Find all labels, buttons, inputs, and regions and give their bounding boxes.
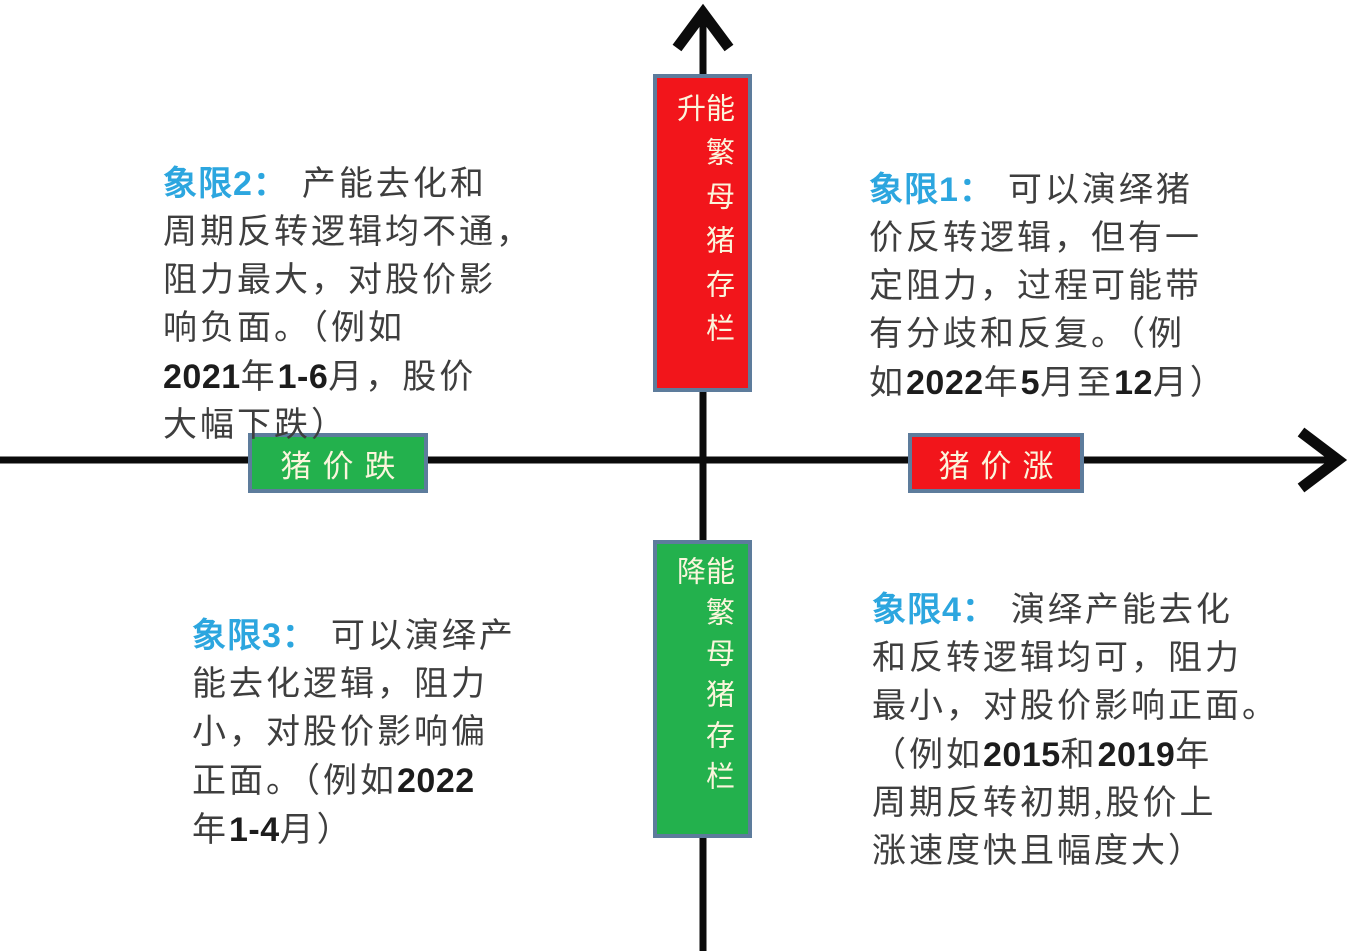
x-axis-right-label-box: 猪价涨 (908, 433, 1084, 493)
y-axis-top-label-box: 能繁母猪存栏升 (653, 74, 752, 392)
quadrant-1-body: 可以演绎猪 价反转逻辑，但有一 定阻力，过程可能带 有分歧和反复。（例 如202… (869, 172, 1227, 402)
y-axis-arrowhead-icon (672, 3, 734, 52)
y-axis-bottom-label-box: 能繁母猪存栏降 (653, 540, 752, 838)
quadrant-3-body: 可以演绎产 能去化逻辑，阻力 小，对股价影响偏 正面。（例如2022 年1-4月… (192, 618, 516, 849)
x-axis-left-label: 猪价跌 (280, 448, 407, 484)
quadrant-4-text: 象限4：演绎产能去化 和反转逻辑均可，阻力 最小，对股价影响正面。 （例如201… (872, 538, 1342, 876)
x-axis-left-label-box: 猪价跌 (248, 433, 428, 493)
x-axis-right-label: 猪价涨 (938, 448, 1065, 484)
quadrant-3-label: 象限3： (192, 617, 317, 655)
quadrant-1-text: 象限1：可以演绎猪 价反转逻辑，但有一 定阻力，过程可能带 有分歧和反复。（例 … (869, 118, 1319, 408)
quadrant-4-body: 演绎产能去化 和反转逻辑均可，阻力 最小，对股价影响正面。 （例如2015和20… (872, 592, 1279, 870)
y-axis-top-label: 能繁母猪存栏升 (672, 93, 734, 357)
x-axis-arrowhead-icon (1297, 427, 1348, 493)
quadrant-3-text: 象限3：可以演绎产 能去化逻辑，阻力 小，对股价影响偏 正面。（例如2022 年… (192, 564, 622, 855)
quadrant-2-body: 产能去化和 周期反转逻辑均不通， 阻力最大，对股价影 响负面。（例如 2021年… (163, 166, 533, 444)
quadrant-1-label: 象限1： (869, 171, 994, 209)
quadrant-2-label: 象限2： (163, 165, 288, 203)
quadrant-4-label: 象限4： (872, 591, 997, 629)
y-axis-bottom-label: 能繁母猪存栏降 (672, 556, 734, 802)
quadrant-2-text: 象限2：产能去化和 周期反转逻辑均不通， 阻力最大，对股价影 响负面。（例如 2… (163, 112, 633, 450)
